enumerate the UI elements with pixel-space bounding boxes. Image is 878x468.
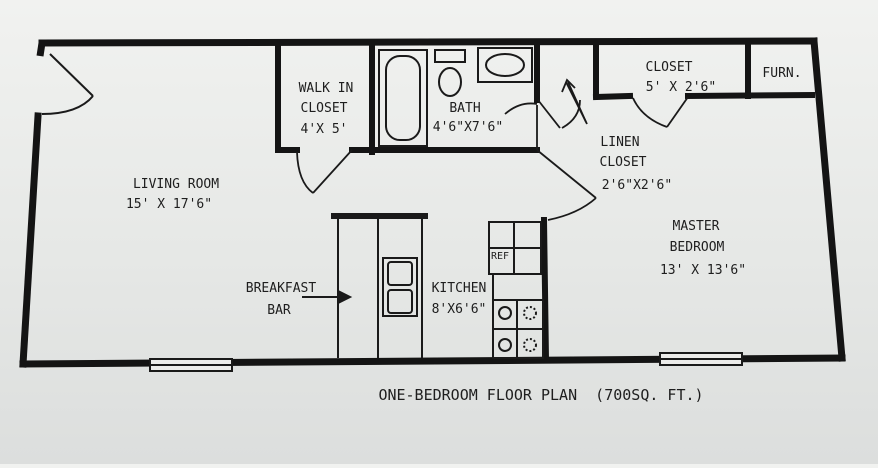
- breakfast-bar-counter: [331, 213, 428, 358]
- refrigerator: [488, 221, 542, 275]
- kitchen-label: KITCHEN: [432, 281, 487, 296]
- linen-closet-label-1: LINEN: [600, 135, 639, 150]
- living-room-size: 15' X 17'6": [126, 197, 212, 212]
- linen-closet-size: 2'6"X2'6": [602, 178, 672, 193]
- refrigerator-label: REF: [491, 251, 509, 262]
- kitchen-size: 8'X6'6": [432, 302, 487, 317]
- walk-in-closet-door[interactable]: [296, 149, 353, 194]
- toilet: [434, 49, 466, 97]
- linen-arrow: [561, 78, 587, 123]
- vanity-sink: [477, 47, 533, 83]
- living-room-label: LIVING ROOM: [133, 177, 219, 192]
- bathtub: [378, 49, 428, 147]
- master-bedroom-label-1: MASTER: [673, 219, 720, 234]
- master-bedroom-size: 13' X 13'6": [660, 263, 746, 278]
- master-bedroom-label-2: BEDROOM: [670, 240, 725, 255]
- interior-walls: [275, 39, 816, 364]
- kitchen-sink: [382, 257, 418, 317]
- bath-label: BATH: [449, 101, 480, 116]
- closet-door[interactable]: [632, 96, 689, 128]
- breakfast-bar-label-2: BAR: [267, 303, 291, 318]
- bath-door[interactable]: [504, 102, 538, 150]
- walk-in-closet-size: 4'X 5': [301, 122, 348, 137]
- closet-size: 5' X 2'6": [646, 80, 716, 95]
- front-door[interactable]: [41, 53, 94, 115]
- bedroom-window: [659, 352, 743, 366]
- bath-size: 4'6"X7'6": [433, 120, 503, 135]
- bedroom-door[interactable]: [536, 149, 597, 221]
- closet-label: CLOSET: [646, 60, 693, 75]
- walk-in-closet-label-1: WALK IN: [299, 81, 354, 96]
- breakfast-bar-label-1: BREAKFAST: [246, 281, 317, 296]
- living-room-window: [149, 358, 233, 372]
- linen-closet-label-2: CLOSET: [600, 155, 647, 170]
- left-wall-stub: [36, 42, 46, 57]
- walk-in-closet-label-2: CLOSET: [301, 101, 348, 116]
- stove: [492, 299, 544, 359]
- furnace-label: FURN.: [762, 66, 801, 81]
- floor-plan-caption: ONE-BEDROOM FLOOR PLAN (700SQ. FT.): [378, 386, 703, 404]
- breakfast-bar-arrow: [302, 290, 353, 304]
